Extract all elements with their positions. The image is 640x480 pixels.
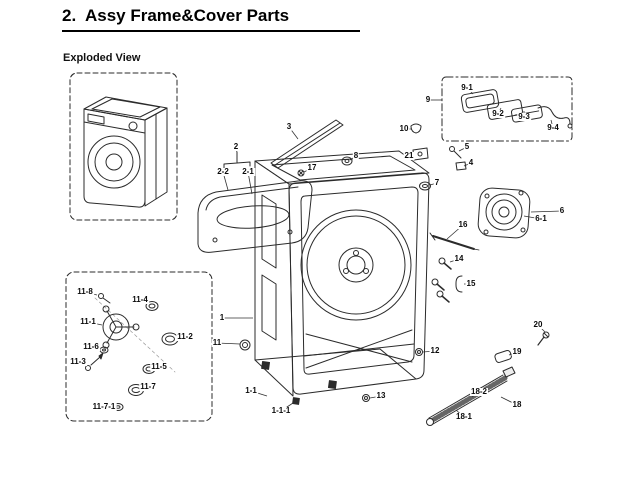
front-panel-part2 bbox=[197, 151, 313, 253]
callout-9-4: 9-4 bbox=[546, 123, 560, 132]
callout-11: 11 bbox=[211, 338, 223, 347]
callout-9: 9 bbox=[424, 95, 432, 104]
callout-18-2: 18-2 bbox=[469, 387, 489, 396]
callout-11-1: 11-1 bbox=[79, 317, 97, 326]
callout-5: 5 bbox=[463, 142, 471, 151]
hub-parts-box-part11 bbox=[65, 271, 213, 422]
callout-6-1: 6-1 bbox=[534, 214, 548, 223]
callout-1-1: 1-1 bbox=[244, 386, 258, 395]
callout-4: 4 bbox=[467, 158, 475, 167]
callout-11-5: 11-5 bbox=[150, 362, 168, 371]
cabinet-frame-part1 bbox=[239, 150, 430, 405]
callout-10: 10 bbox=[398, 124, 410, 133]
callout-9-2: 9-2 bbox=[491, 109, 505, 118]
callout-11-7: 11-7 bbox=[139, 382, 157, 391]
top-rail-part3 bbox=[270, 119, 344, 169]
callout-21: 21 bbox=[403, 151, 415, 160]
callout-18-1: 18-1 bbox=[454, 412, 474, 421]
callout-15: 15 bbox=[465, 279, 477, 288]
callout-11-2: 11-2 bbox=[176, 332, 194, 341]
callout-16: 16 bbox=[457, 220, 469, 229]
callout-7: 7 bbox=[433, 178, 441, 187]
callout-11-6: 11-6 bbox=[82, 342, 100, 351]
callout-2: 2 bbox=[232, 142, 240, 151]
callout-2-1: 2-1 bbox=[241, 167, 255, 176]
callout-1: 1 bbox=[218, 313, 226, 322]
callout-11-7-1: 11-7-1 bbox=[91, 402, 117, 411]
callout-17: 17 bbox=[306, 163, 318, 172]
callout-11-8: 11-8 bbox=[76, 287, 94, 296]
callout-1-1-1: 1-1-1 bbox=[270, 406, 292, 415]
callout-11-4: 11-4 bbox=[131, 295, 149, 304]
callout-6: 6 bbox=[558, 206, 566, 215]
callout-3: 3 bbox=[285, 122, 293, 131]
callout-20: 20 bbox=[532, 320, 544, 329]
assembled-washer-inset bbox=[69, 72, 178, 221]
callout-14: 14 bbox=[453, 254, 465, 263]
callout-11-3: 11-3 bbox=[69, 357, 87, 366]
exploded-view-label: Exploded View bbox=[63, 52, 141, 64]
round-assembly-part6 bbox=[477, 187, 531, 239]
callout-18: 18 bbox=[511, 400, 523, 409]
callout-19: 19 bbox=[511, 347, 523, 356]
callout-8: 8 bbox=[352, 151, 360, 160]
drain-hose-part18 bbox=[426, 366, 516, 426]
callout-9-3: 9-3 bbox=[517, 112, 531, 121]
callout-2-2: 2-2 bbox=[216, 167, 230, 176]
callout-9-1: 9-1 bbox=[460, 83, 474, 92]
callout-12: 12 bbox=[429, 346, 441, 355]
callout-13: 13 bbox=[375, 391, 387, 400]
page-title: 2. Assy Frame&Cover Parts bbox=[62, 6, 360, 32]
